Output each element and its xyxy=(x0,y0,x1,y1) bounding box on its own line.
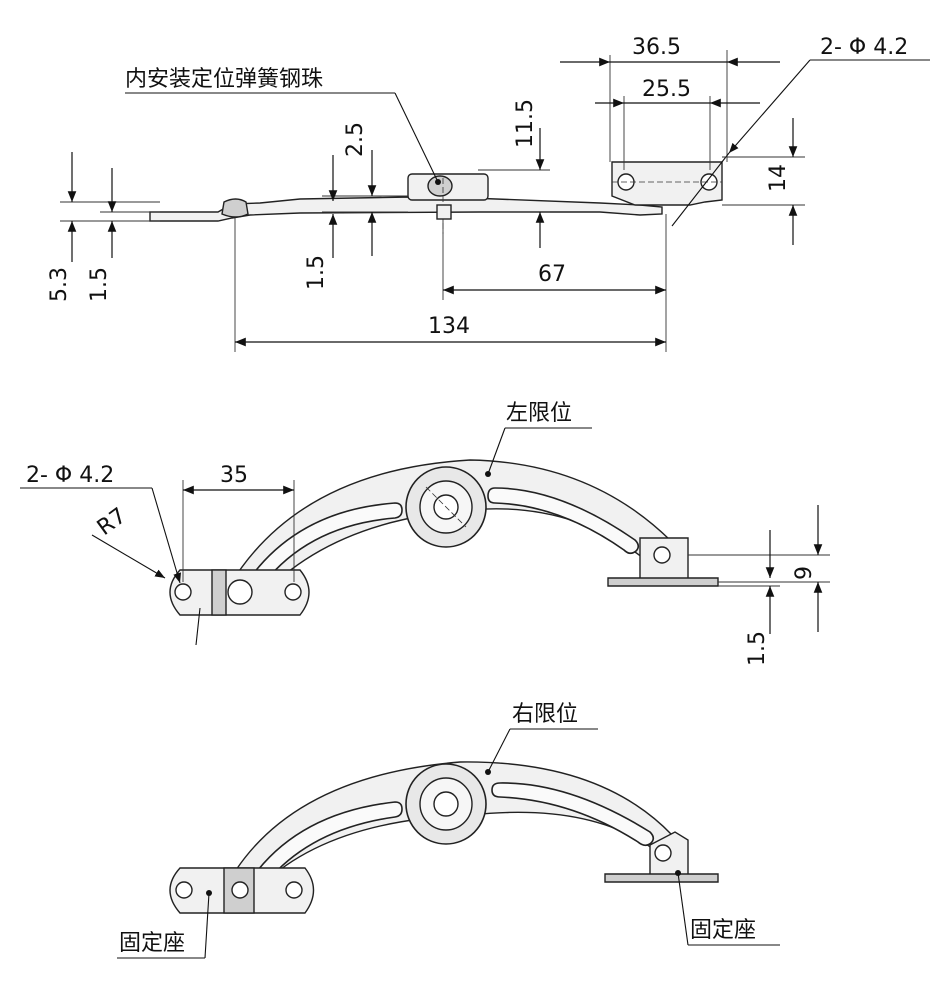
dim-hole-spec: 2- Φ 4.2 xyxy=(820,35,908,60)
right-limit-bracket-foot xyxy=(604,873,719,883)
dim-height-5-3: 5.3 xyxy=(47,267,72,302)
dim-thick-1-5: 1.5 xyxy=(745,631,770,666)
bracket-hole xyxy=(653,546,671,564)
hub-centerline xyxy=(425,486,467,528)
spring-ball-callout: 内安装定位弹簧钢珠 xyxy=(125,67,323,92)
base-hole-right xyxy=(285,881,303,899)
left-limit-label: 左限位 xyxy=(506,401,572,426)
radius-leader xyxy=(91,534,166,579)
left-limit-view: 2- Φ 4.2 35 R7 9 1.5 左限位 xyxy=(20,401,830,666)
left-limit-base-rib xyxy=(211,569,227,616)
callout-dot xyxy=(435,179,441,185)
label-leader xyxy=(677,872,689,946)
label-leader xyxy=(487,427,506,475)
dim-width-35: 35 xyxy=(220,463,248,488)
label-leader xyxy=(487,728,511,773)
dim-height-9: 9 xyxy=(792,566,817,580)
left-limit-bracket-foot xyxy=(607,577,719,587)
dim-hole-spec-left: 2- Φ 4.2 xyxy=(26,463,114,488)
dim-inner-width: 25.5 xyxy=(642,77,691,102)
dim-height-11-5: 11.5 xyxy=(513,99,538,148)
hole-leader xyxy=(728,59,811,154)
left-limit-slot-right xyxy=(487,487,640,555)
base-hole-left xyxy=(174,583,192,601)
base-hole-right xyxy=(284,583,302,601)
dim-length-134: 134 xyxy=(428,314,470,339)
callout-leader xyxy=(394,92,439,183)
base-rivet xyxy=(227,579,253,605)
right-limit-hub-hole xyxy=(433,791,459,817)
dim-length-67: 67 xyxy=(538,262,566,287)
side-view: 36.5 25.5 2- Φ 4.2 14 11.5 2.5 1.5 xyxy=(47,35,930,352)
hole-leader xyxy=(151,487,181,584)
dim-radius: R7 xyxy=(93,503,131,540)
right-limit-view: 右限位 固定座 固定座 xyxy=(117,702,780,959)
right-limit-slot-right xyxy=(491,782,655,847)
dim-top-width: 36.5 xyxy=(632,35,681,60)
dim-thick-1-5-mid: 1.5 xyxy=(304,255,329,290)
base-label-right: 固定座 xyxy=(690,918,756,943)
radius-leader-tail xyxy=(195,607,201,646)
hole-leader-extension xyxy=(671,152,730,227)
base-hole-left xyxy=(175,881,193,899)
label-leader xyxy=(204,892,210,959)
right-limit-label: 右限位 xyxy=(512,702,578,727)
dim-height-2-5: 2.5 xyxy=(343,122,368,157)
dim-height-14: 14 xyxy=(766,164,791,192)
side-view-right-bracket xyxy=(611,161,723,206)
bracket-hole xyxy=(654,844,672,862)
label-dot xyxy=(206,890,212,896)
base-hole-mid xyxy=(231,881,249,899)
side-view-pivot-stem xyxy=(436,204,452,220)
spring-ball xyxy=(427,175,453,197)
base-label-left: 固定座 xyxy=(119,931,185,956)
label-dot xyxy=(485,471,491,477)
label-dot xyxy=(485,769,491,775)
side-view-left-lug xyxy=(221,198,249,218)
label-dot xyxy=(675,870,681,876)
dim-thick-1-5-left: 1.5 xyxy=(87,267,112,302)
